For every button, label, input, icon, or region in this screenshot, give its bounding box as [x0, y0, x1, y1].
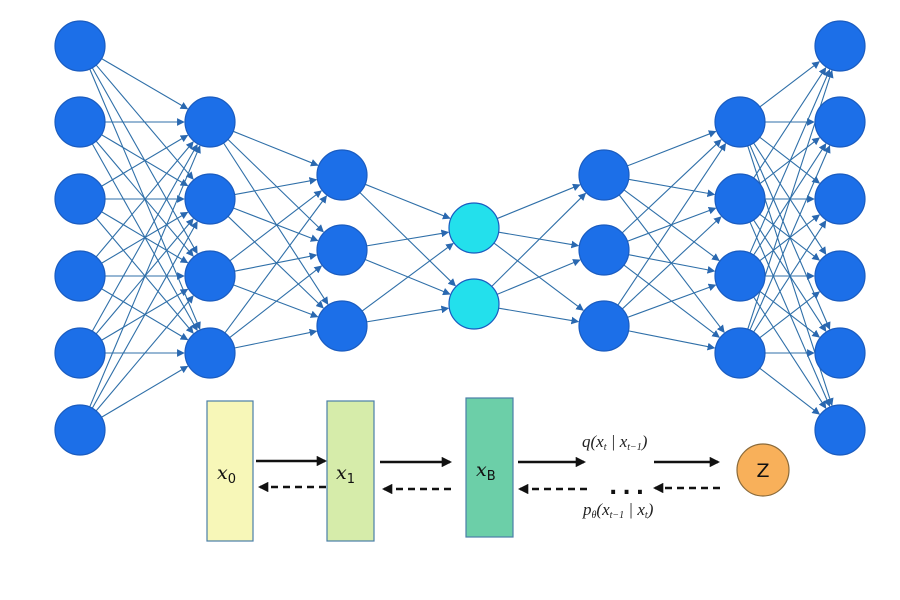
- forward-process-label: q(xt | xt−1): [582, 432, 648, 453]
- output-layer-node-1: [814, 20, 866, 72]
- edge-input-layer-6-to-encoder-hidden-1-4: [101, 365, 189, 418]
- edge-encoder-hidden-2-3-to-bottleneck-2: [366, 305, 450, 323]
- encoder-hidden-1-node-4: [184, 327, 236, 379]
- output-layer-node-3: [814, 173, 866, 225]
- decoder-hidden-1-node-3: [578, 300, 630, 352]
- output-layer-node-6: [814, 404, 866, 456]
- edge-bottleneck-2-to-decoder-hidden-1-2: [496, 259, 581, 295]
- reverse-process-label: pθ(xt−1 | xt): [582, 500, 654, 521]
- input-layer-node-4: [54, 250, 106, 302]
- decoder-hidden-1-node-1: [578, 149, 630, 201]
- xB-base: x: [476, 459, 487, 481]
- x0-sub: 0: [228, 472, 236, 487]
- edge-encoder-hidden-2-1-to-bottleneck-1: [364, 183, 451, 220]
- latent-z-label: Z: [756, 460, 769, 482]
- state-box-x1: x1: [326, 400, 375, 542]
- encoder-hidden-1-node-2: [184, 173, 236, 225]
- state-box-x0: x0: [206, 400, 254, 542]
- decoder-hidden-2-node-3: [714, 250, 766, 302]
- edge-input-layer-6-to-encoder-hidden-1-3: [95, 295, 194, 412]
- edge-encoder-hidden-1-2-to-encoder-hidden-2-2: [233, 207, 319, 242]
- edge-encoder-hidden-1-1-to-encoder-hidden-2-3: [223, 142, 329, 305]
- edge-encoder-hidden-2-3-to-bottleneck-1: [361, 243, 454, 312]
- input-layer-node-6: [54, 404, 106, 456]
- network-nodes: [54, 20, 866, 456]
- network-edges: [89, 58, 834, 418]
- output-layer-node-5: [814, 327, 866, 379]
- output-layer-node-2: [814, 96, 866, 148]
- decoder-hidden-2-node-4: [714, 327, 766, 379]
- edge-input-layer-3-to-encoder-hidden-1-1: [101, 134, 189, 187]
- edge-encoder-hidden-1-1-to-encoder-hidden-2-1: [232, 130, 319, 167]
- latent-z-node: Z: [736, 443, 790, 497]
- edge-bottleneck-2-to-decoder-hidden-1-3: [498, 307, 580, 325]
- edge-decoder-hidden-1-3-to-decoder-hidden-2-1: [617, 142, 727, 306]
- input-layer-node-3: [54, 173, 106, 225]
- edge-encoder-hidden-1-3-to-encoder-hidden-2-3: [233, 284, 319, 318]
- encoder-hidden-1-node-1: [184, 96, 236, 148]
- input-layer-node-5: [54, 327, 106, 379]
- svg-text:xB: xB: [476, 459, 496, 484]
- edge-input-layer-6-to-encoder-hidden-1-2: [91, 220, 198, 409]
- state-box-xB: xB: [465, 397, 514, 538]
- encoder-hidden-2-node-3: [316, 300, 368, 352]
- svg-text:x1: x1: [336, 462, 355, 487]
- edge-input-layer-6-to-encoder-hidden-1-1: [89, 145, 201, 408]
- edge-decoder-hidden-1-2-to-decoder-hidden-2-1: [621, 139, 722, 234]
- edge-decoder-hidden-1-1-to-decoder-hidden-2-1: [627, 130, 717, 167]
- edge-encoder-hidden-1-1-to-encoder-hidden-2-2: [227, 139, 324, 233]
- edge-decoder-hidden-2-3-to-output-layer-1: [749, 69, 831, 254]
- edge-decoder-hidden-1-1-to-decoder-hidden-2-4: [618, 194, 725, 333]
- edge-decoder-hidden-2-2-to-output-layer-1: [753, 67, 827, 179]
- encoder-hidden-2-node-1: [316, 149, 368, 201]
- edge-input-layer-5-to-encoder-hidden-1-1: [91, 143, 198, 332]
- edge-bottleneck-2-to-decoder-hidden-1-1: [491, 192, 587, 287]
- edge-encoder-hidden-1-4-to-encoder-hidden-2-3: [234, 328, 318, 349]
- edge-bottleneck-1-to-decoder-hidden-1-1: [496, 183, 581, 220]
- edge-encoder-hidden-1-2-to-encoder-hidden-2-1: [234, 177, 318, 196]
- svg-text:x0: x0: [217, 462, 236, 487]
- edge-decoder-hidden-2-1-to-output-layer-1: [759, 61, 820, 108]
- edge-input-layer-1-to-encoder-hidden-1-1: [101, 58, 189, 110]
- bottleneck-node-1: [448, 202, 500, 254]
- x1-sub: 1: [347, 472, 355, 487]
- edge-decoder-hidden-2-4-to-output-layer-3: [753, 220, 827, 333]
- decoder-hidden-2-node-2: [714, 173, 766, 225]
- bottleneck-node-2: [448, 278, 500, 330]
- x1-base: x: [336, 462, 347, 484]
- input-layer-node-2: [54, 96, 106, 148]
- edge-decoder-hidden-2-4-to-output-layer-4: [759, 291, 821, 339]
- edge-decoder-hidden-1-3-to-decoder-hidden-2-2: [621, 216, 722, 310]
- encoder-hidden-2-node-2: [316, 224, 368, 276]
- edge-decoder-hidden-1-3-to-decoder-hidden-2-4: [628, 330, 716, 351]
- edge-input-layer-4-to-encoder-hidden-1-1: [95, 141, 194, 258]
- edge-encoder-hidden-1-3-to-encoder-hidden-2-2: [234, 252, 318, 272]
- edge-encoder-hidden-1-2-to-encoder-hidden-2-3: [227, 215, 324, 309]
- edge-decoder-hidden-2-4-to-output-layer-2: [749, 145, 831, 331]
- xB-sub: B: [487, 469, 496, 484]
- encoder-hidden-1-node-3: [184, 250, 236, 302]
- input-layer-node-1: [54, 20, 106, 72]
- edge-encoder-hidden-1-4-to-encoder-hidden-2-2: [229, 265, 323, 339]
- edge-decoder-hidden-2-4-to-output-layer-6: [759, 367, 821, 415]
- decoder-hidden-2-node-1: [714, 96, 766, 148]
- output-layer-node-4: [814, 250, 866, 302]
- x0-base: x: [217, 462, 228, 484]
- edge-bottleneck-1-to-decoder-hidden-1-2: [498, 231, 580, 249]
- edge-decoder-hidden-1-3-to-decoder-hidden-2-3: [627, 283, 717, 318]
- edge-encoder-hidden-1-4-to-encoder-hidden-2-1: [224, 195, 327, 334]
- decoder-hidden-1-node-2: [578, 224, 630, 276]
- edge-encoder-hidden-2-2-to-bottleneck-1: [366, 229, 450, 247]
- ellipsis: ...: [609, 475, 649, 500]
- edge-encoder-hidden-1-3-to-encoder-hidden-2-1: [229, 190, 322, 262]
